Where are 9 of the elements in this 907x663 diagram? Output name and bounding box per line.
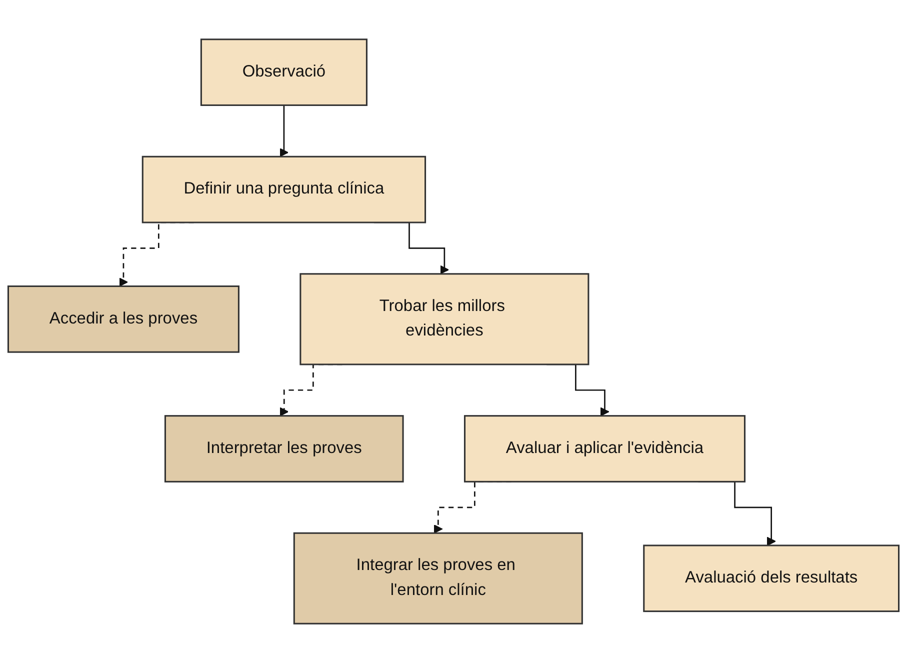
node-box: Interpretar les proves (164, 415, 404, 482)
node-box: Accedir a les proves (7, 285, 240, 353)
node-box: Integrar les proves en l'entorn clínic (293, 532, 583, 624)
node-box: Definir una pregunta clínica (142, 156, 426, 224)
node-box: Observació (200, 38, 368, 106)
node-box: Avaluació dels resultats (643, 544, 900, 612)
arrow (279, 104, 288, 158)
node-box: Avaluar i aplicar l'evidència (464, 415, 746, 482)
node-box: Trobar les millors evidències (300, 273, 590, 366)
